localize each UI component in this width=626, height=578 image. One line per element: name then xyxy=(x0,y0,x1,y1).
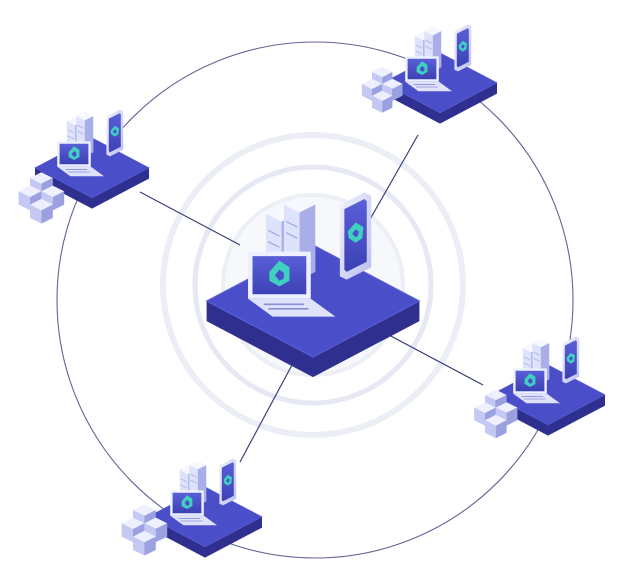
central-node xyxy=(205,191,421,378)
link-hub-top-left xyxy=(139,191,241,246)
node-bottom-left xyxy=(147,458,263,559)
outer-ring xyxy=(56,41,574,559)
node-top-right xyxy=(382,24,498,125)
link-hub-bottom-left xyxy=(239,364,293,463)
link-hub-top-right xyxy=(364,134,419,229)
cube-stack-top-right xyxy=(361,66,403,113)
